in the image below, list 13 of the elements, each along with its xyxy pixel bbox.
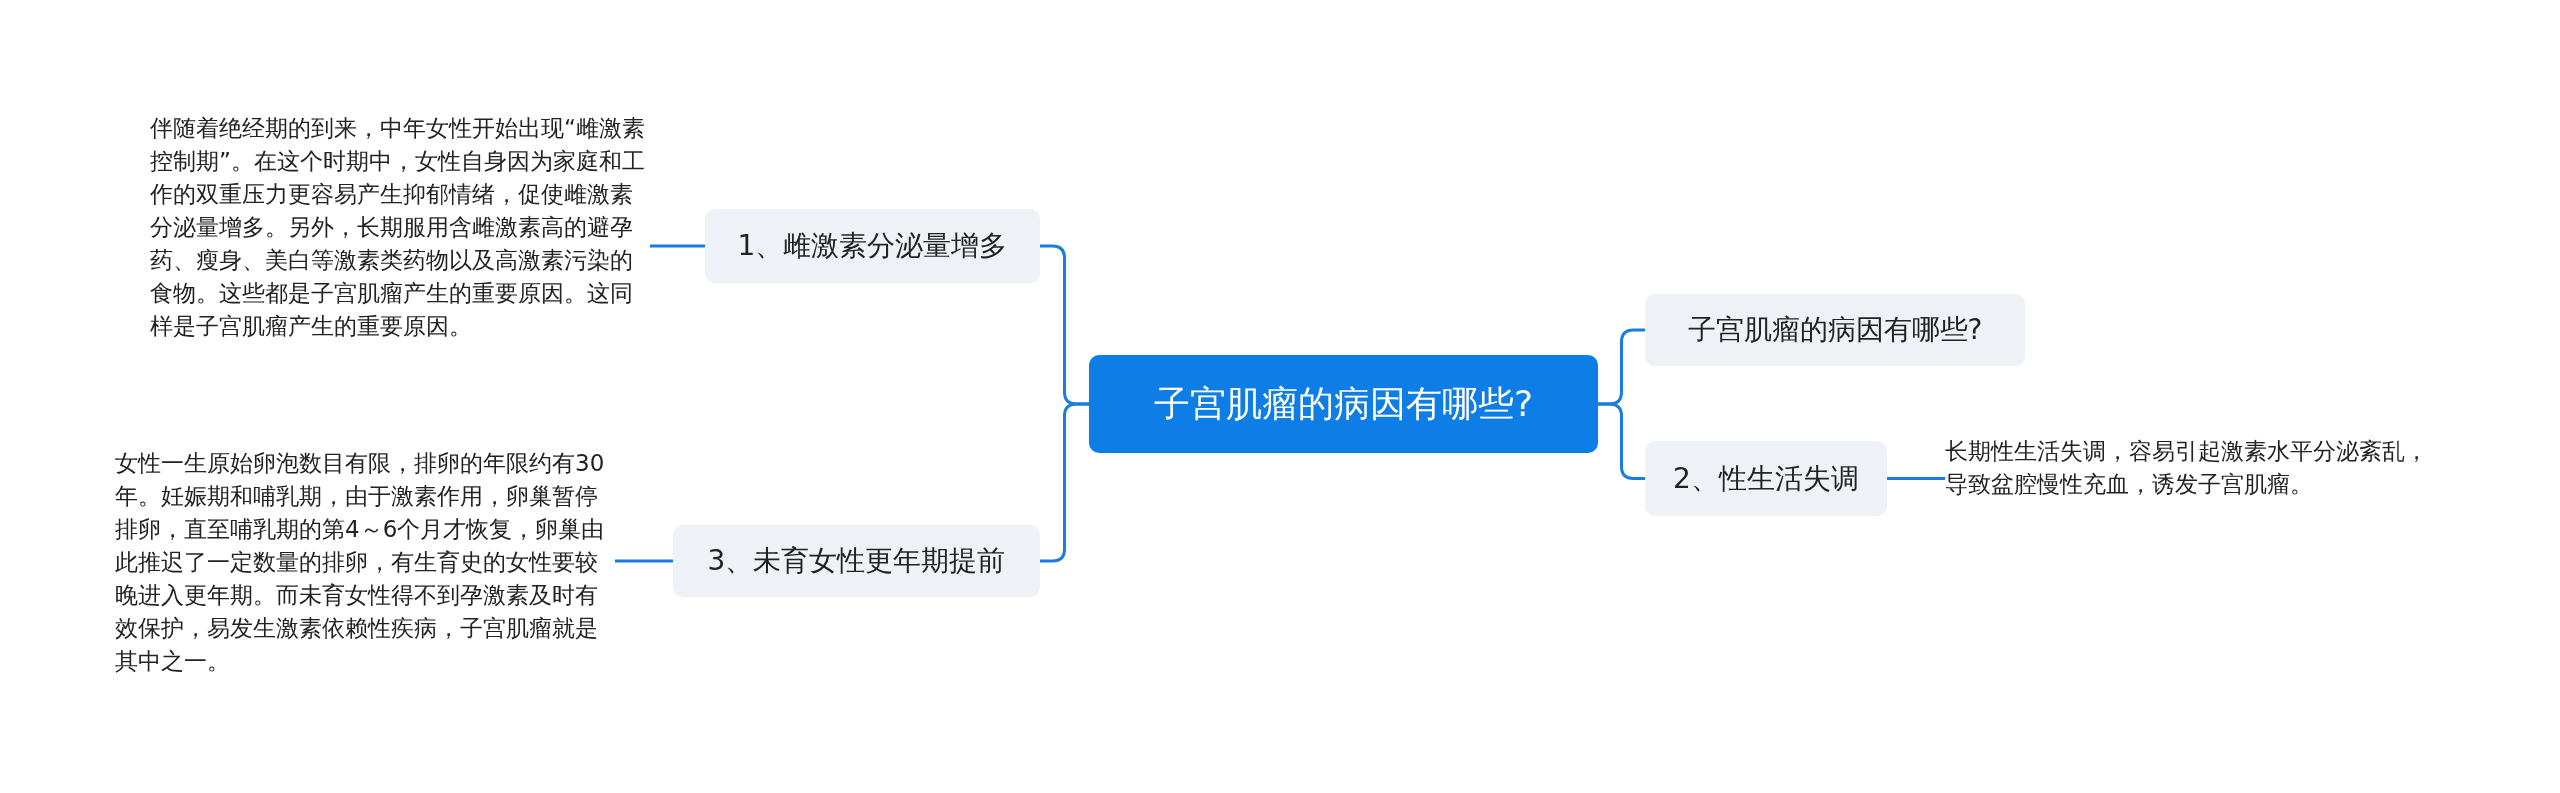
topic-box: 子宫肌瘤的病因有哪些? xyxy=(1645,294,2025,366)
note-text: 长期性生活失调，容易引起激素水平分泌紊乱，导致盆腔慢性充血，诱发子宫肌瘤。 xyxy=(1945,435,2445,545)
connector-line xyxy=(1040,402,1089,563)
connector-line xyxy=(1598,402,1645,480)
central-topic-box: 子宫肌瘤的病因有哪些? xyxy=(1089,355,1598,453)
topic-box: 1、雌激素分泌量增多 xyxy=(705,209,1040,283)
topic-box: 3、未育女性更年期提前 xyxy=(673,525,1040,597)
connector-line xyxy=(1887,477,1945,480)
note-text: 伴随着绝经期的到来，中年女性开始出现“雌激素控制期”。在这个时期中，女性自身因为家庭和工作的双重压力更容易产生抑郁情绪，促使雌激素分泌量增多。另外，长期服用含雌激素高的避孕药、瘦身、美白等激素类药物以及高激素污染的食物。这些都是子宫肌瘤产生的重要原因。这同样是子宫肌瘤产生的重要原因。 xyxy=(150,112,650,382)
connector-line xyxy=(650,244,705,248)
connector-line xyxy=(615,559,673,563)
topic-box: 2、性生活失调 xyxy=(1645,441,1887,516)
note-text: 女性一生原始卵泡数目有限，排卵的年限约有30年。妊娠期和哺乳期，由于激素作用，卵巢暂停排卵，直至哺乳期的第4～6个月才恢复，卵巢由此推迟了一定数量的排卵，有生育史的女性要较晚进入更年期。而未育女性得不到孕激素及时有效保护，易发生激素依赖性疾病，子宫肌瘤就是其中之一。 xyxy=(115,447,615,717)
